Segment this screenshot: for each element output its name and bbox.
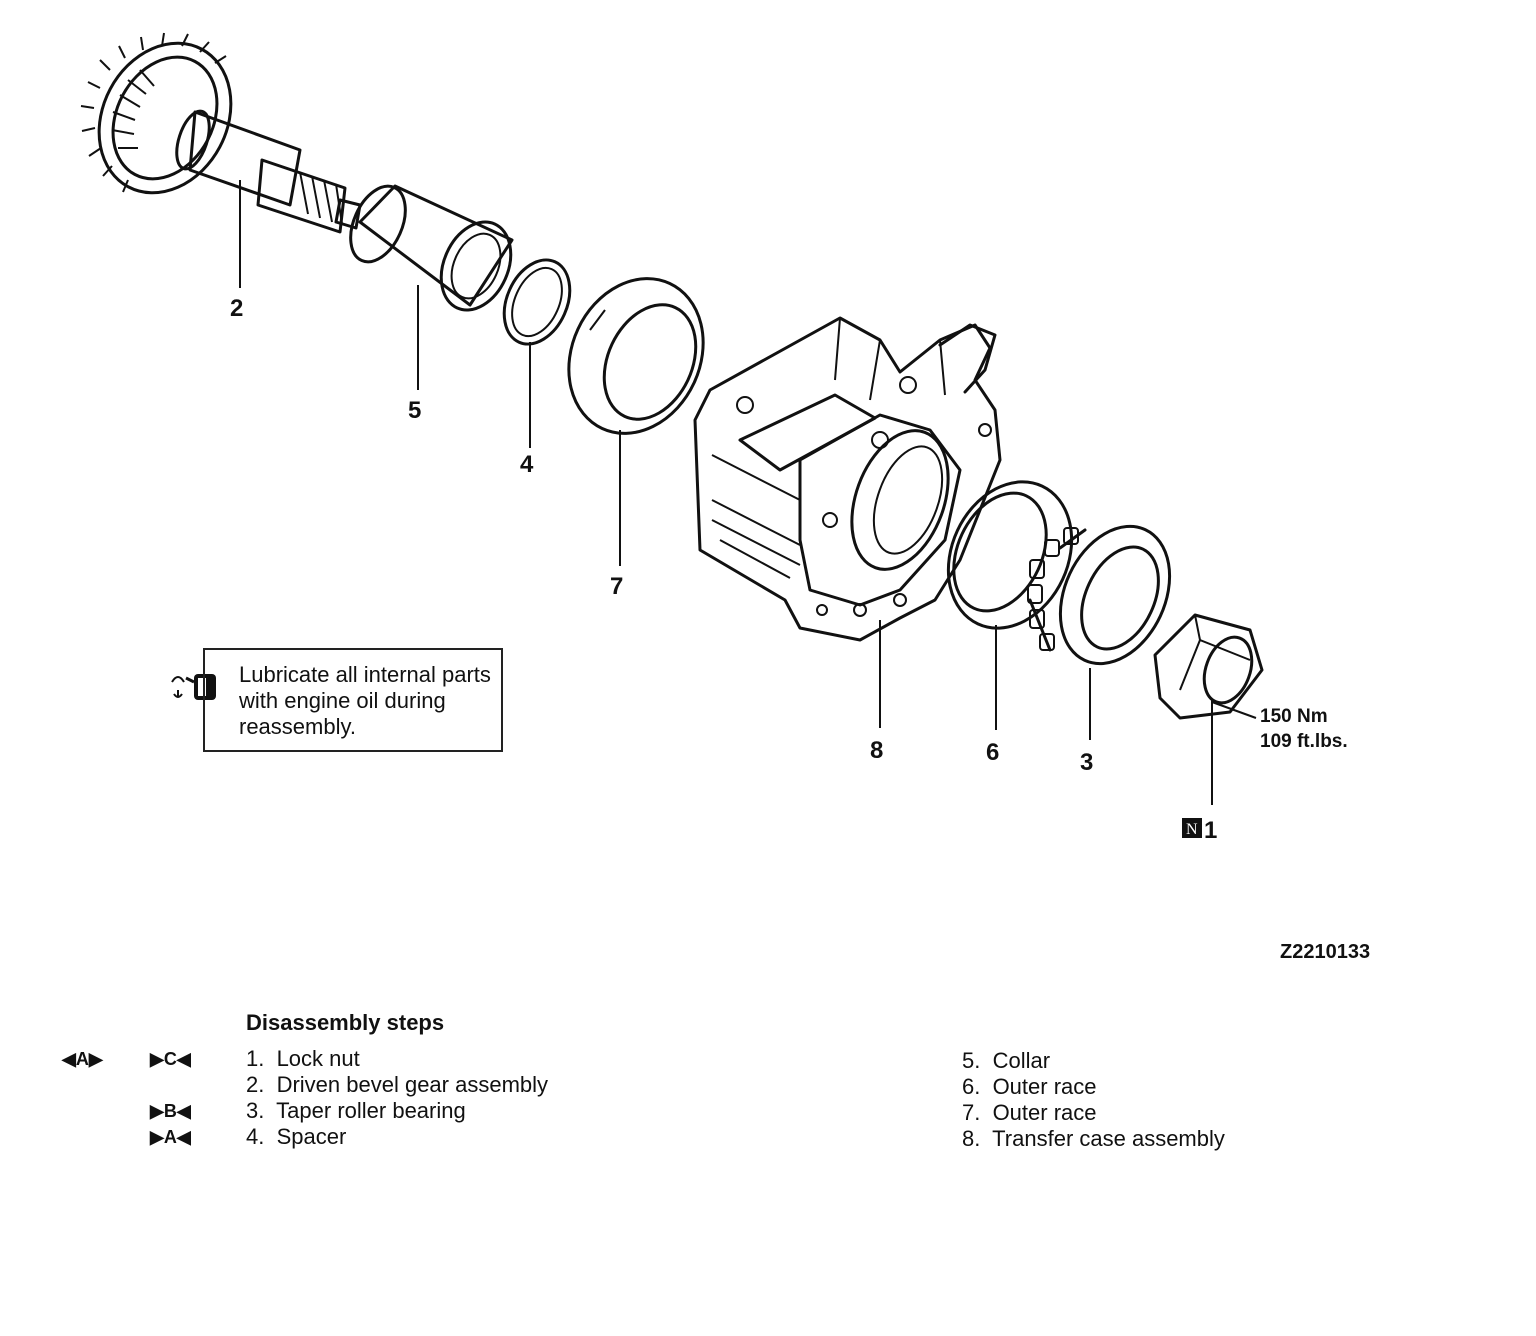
step-item-1: 1. Lock nut [246, 1046, 360, 1071]
lock-nut [1153, 613, 1264, 720]
spacer [502, 258, 572, 346]
callout-3: 3 [1080, 749, 1093, 776]
new-part-mark-icon [1182, 818, 1202, 838]
step-item-7: 7. Outer race [962, 1100, 1097, 1125]
step-item-2: 2. Driven bevel gear assembly [246, 1072, 549, 1097]
callout-5: 5 [408, 397, 421, 424]
lubrication-note: Lubricate all internal parts with engine… [203, 648, 503, 752]
lubrication-note-text: Lubricate all internal parts with engine… [239, 662, 491, 739]
oil-can-icon [171, 674, 216, 700]
step-item-5: 5. Collar [962, 1048, 1051, 1073]
figure-id: Z2210133 [1280, 941, 1370, 963]
torque-nm: 150 Nm [1260, 706, 1328, 727]
disassembly-steps-title: Disassembly steps [246, 1010, 445, 1035]
torque-ftlbs: 109 ft.lbs. [1260, 731, 1348, 752]
driven-bevel-gear-assembly [80, 32, 362, 234]
taper-roller-bearing [1027, 524, 1172, 666]
service-marker-step4-a: ▶A◀ [150, 1127, 191, 1147]
outer-race-6 [946, 480, 1074, 630]
outer-race-7 [567, 277, 705, 435]
step-item-8: 8. Transfer case assembly [962, 1126, 1225, 1151]
callout-8: 8 [870, 737, 883, 764]
step-item-4: 4. Spacer [246, 1124, 347, 1149]
callout-2: 2 [230, 295, 243, 322]
step-item-3: 3. Taper roller bearing [246, 1098, 466, 1123]
callout-1: 1 [1204, 817, 1217, 844]
callout-4: 4 [520, 451, 534, 478]
service-marker-step3-b: ▶B◀ [150, 1101, 191, 1121]
collar [349, 184, 514, 312]
exploded-parts-diagram: 2 5 4 7 8 [80, 32, 1370, 963]
transfer-case-assembly [693, 316, 1002, 642]
service-marker-step1-a: ◀A▶ [62, 1049, 103, 1069]
callout-6: 6 [986, 739, 999, 766]
service-marker-step1-c: ▶C◀ [150, 1049, 191, 1069]
callout-7: 7 [610, 573, 623, 600]
new-part-mark-label: N [1186, 821, 1198, 838]
step-item-6: 6. Outer race [962, 1074, 1097, 1099]
